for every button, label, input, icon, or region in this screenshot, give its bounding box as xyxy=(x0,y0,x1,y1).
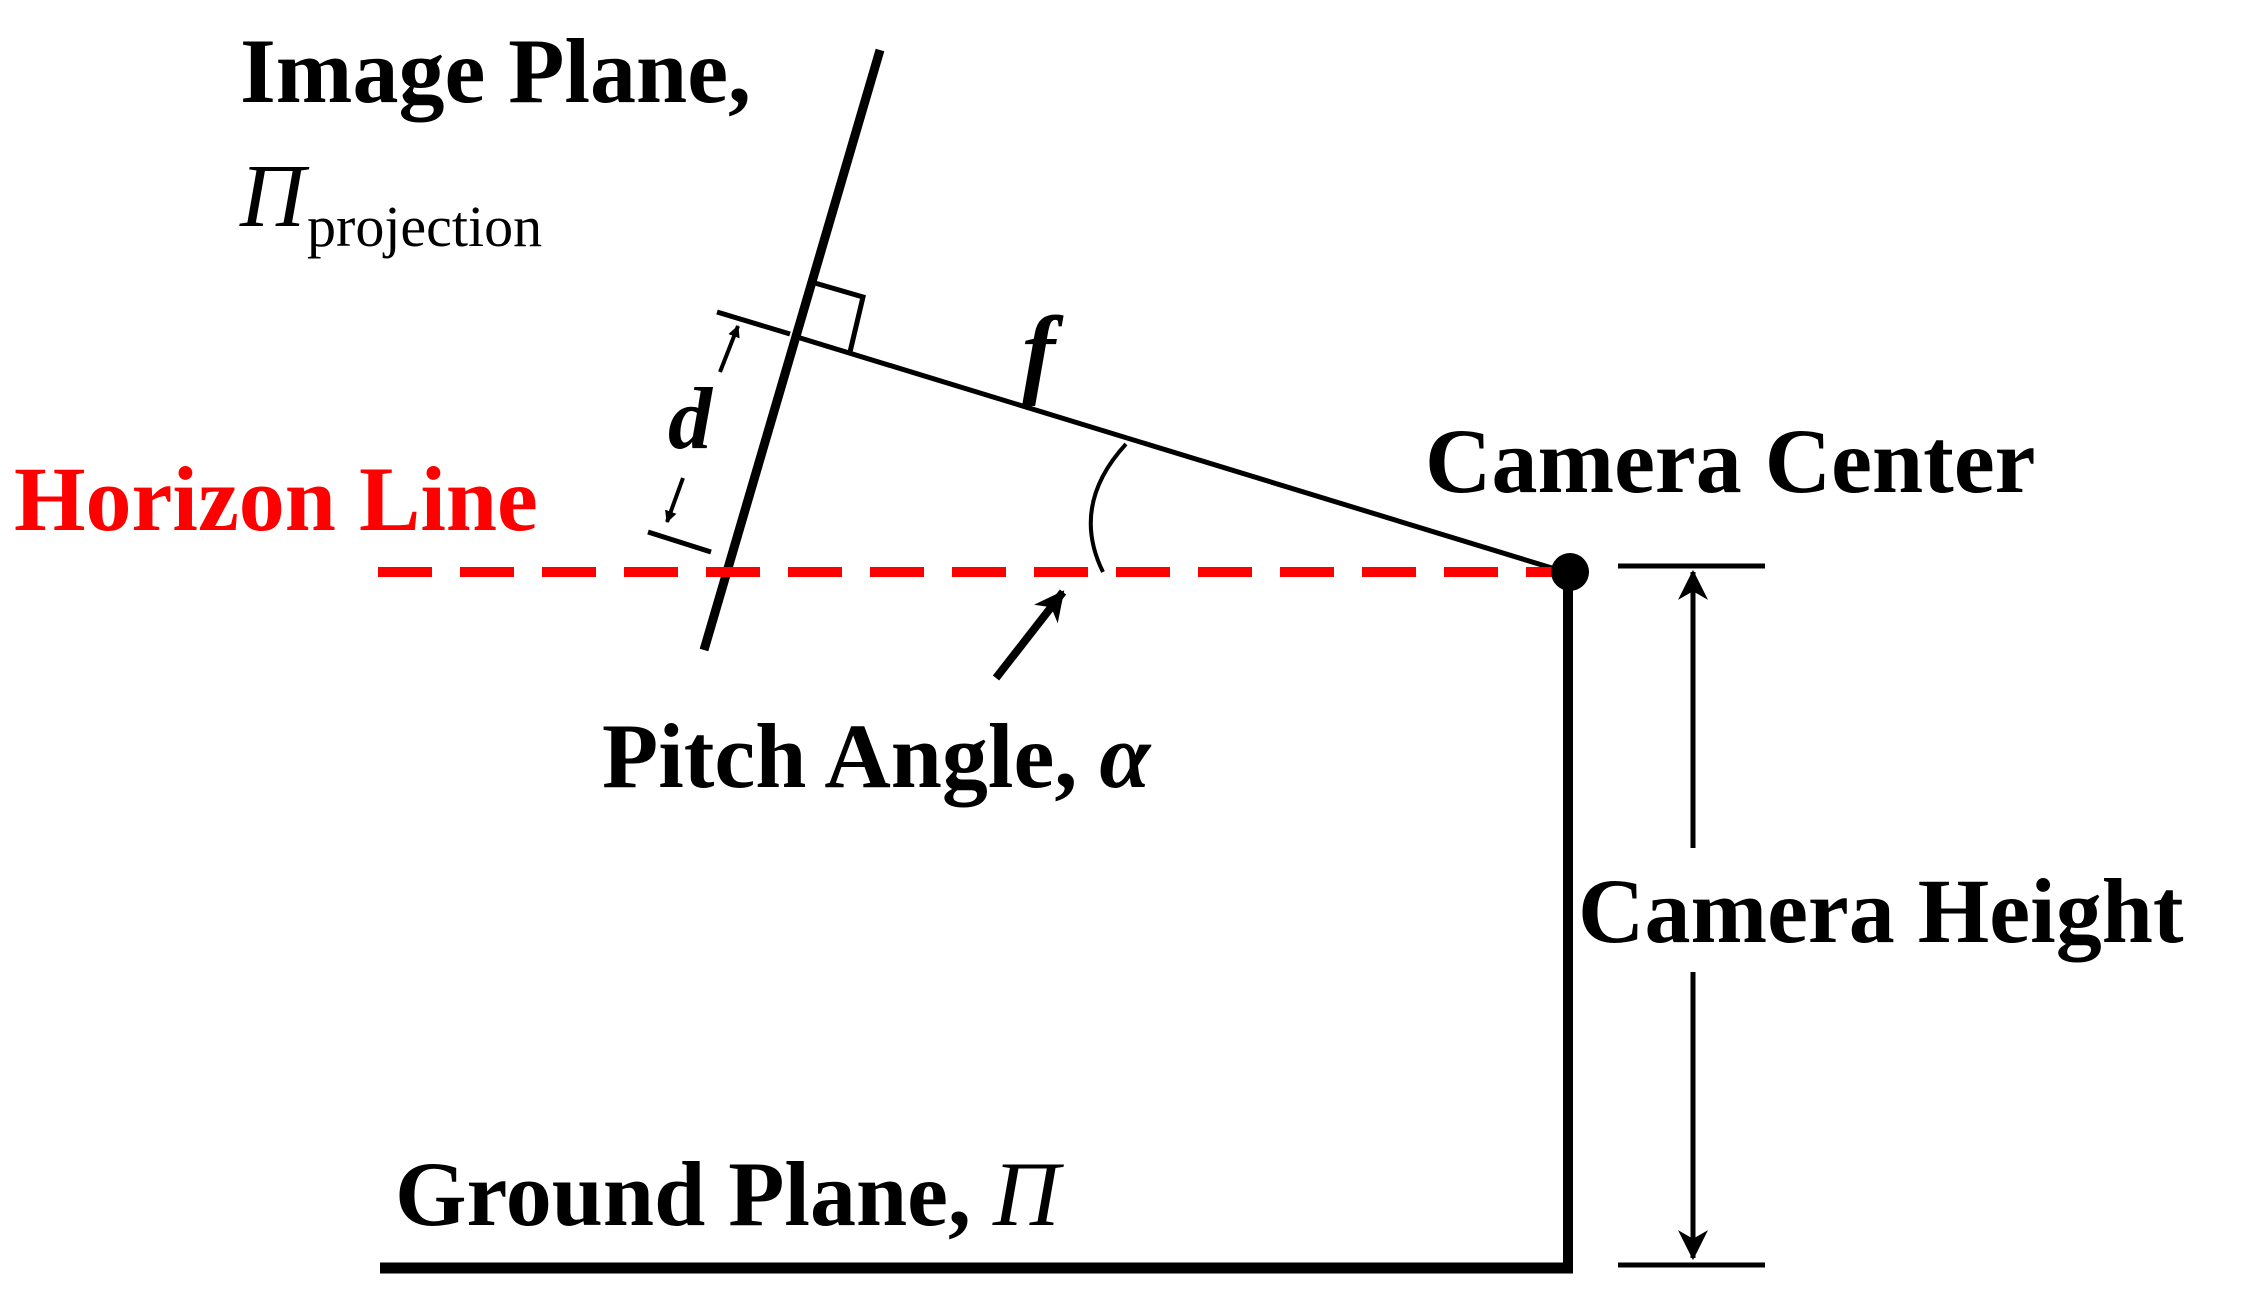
image-plane-symbol-label: Πprojection xyxy=(239,147,542,259)
pitch-angle-text: Pitch Angle, xyxy=(602,705,1077,807)
offset-tick-top xyxy=(716,309,791,337)
pitch-angle-arc xyxy=(1088,442,1128,573)
ground-plane-label: Ground Plane,Π xyxy=(395,1143,1064,1245)
horizon-line-label: Horizon Line xyxy=(14,448,538,550)
camera-height-label: Camera Height xyxy=(1578,860,2184,962)
image-plane-label: Image Plane, xyxy=(240,20,751,122)
image-plane-line xyxy=(699,48,885,652)
focal-length-line xyxy=(796,334,1566,575)
image-plane-subscript: projection xyxy=(307,194,542,259)
offset-tick-bottom xyxy=(647,529,712,555)
right-angle-marker xyxy=(807,278,866,353)
image-plane-symbol: Π xyxy=(239,147,310,246)
ground-plane-text: Ground Plane, xyxy=(395,1143,971,1245)
pitch-angle-symbol: α xyxy=(1099,705,1152,807)
pitch-angle-label: Pitch Angle,α xyxy=(602,705,1152,807)
pitch-angle-arrow xyxy=(992,589,1067,681)
camera-center-dot xyxy=(1551,553,1589,591)
focal-length-label: f xyxy=(1022,296,1064,407)
camera-center-label: Camera Center xyxy=(1425,410,2036,512)
ground-plane-symbol: Π xyxy=(992,1143,1064,1245)
offset-arrow-down xyxy=(665,477,685,523)
offset-arrow-up xyxy=(718,325,740,373)
offset-label: d xyxy=(668,371,714,468)
